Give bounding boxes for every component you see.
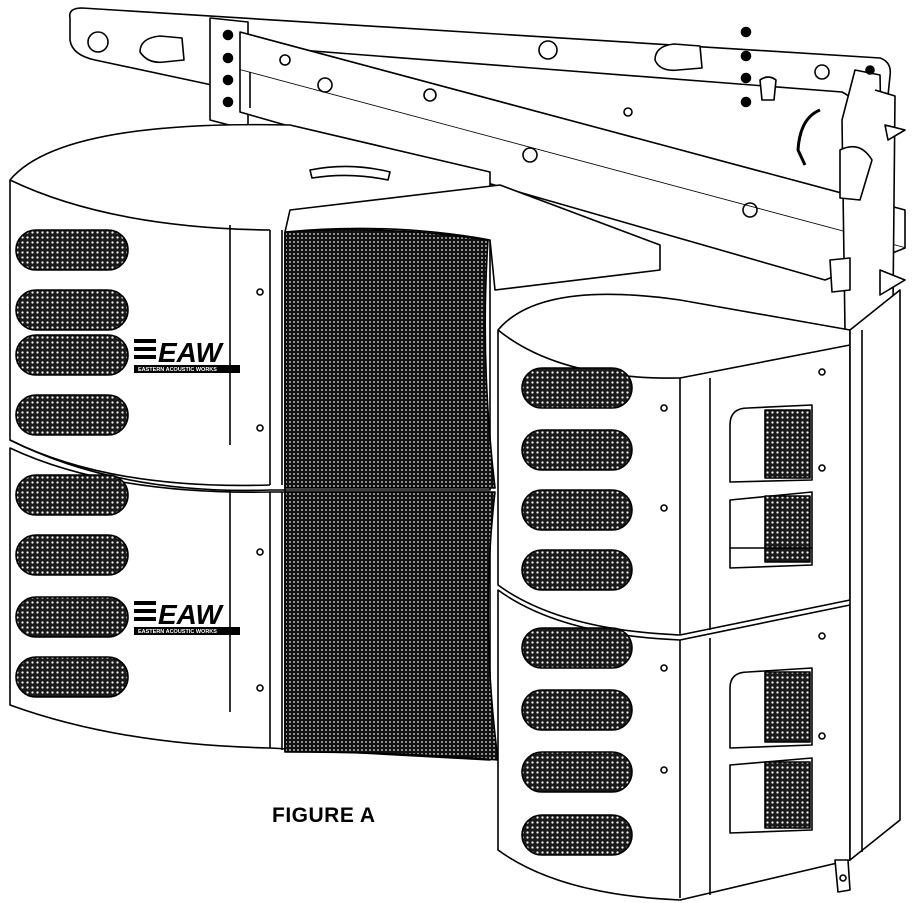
svg-text:EASTERN ACOUSTIC WORKS: EASTERN ACOUSTIC WORKS — [138, 629, 217, 635]
cabinet-top-face — [284, 184, 661, 291]
right-bottom-vents — [521, 627, 633, 856]
right-top-handles — [729, 404, 813, 569]
svg-text:EAW: EAW — [158, 599, 224, 630]
right-bottom-handles — [729, 667, 813, 834]
rigging-frame — [68, 7, 906, 331]
right-side-panel — [849, 289, 901, 861]
svg-text:EAW: EAW — [158, 337, 224, 368]
eaw-logo-bottom: EAW EASTERN ACOUSTIC WORKS — [134, 599, 240, 635]
svg-text:EASTERN ACOUSTIC WORKS: EASTERN ACOUSTIC WORKS — [138, 367, 217, 373]
left-bottom-vents — [15, 474, 129, 698]
figure-caption: FIGURE A — [272, 804, 376, 827]
center-grille — [284, 228, 499, 761]
right-cabinet-bottom — [497, 589, 851, 901]
right-cabinet-top — [497, 293, 851, 636]
left-top-vents — [15, 229, 129, 436]
eaw-logo-top: EAW EASTERN ACOUSTIC WORKS — [134, 337, 240, 373]
right-top-vents — [521, 367, 633, 591]
